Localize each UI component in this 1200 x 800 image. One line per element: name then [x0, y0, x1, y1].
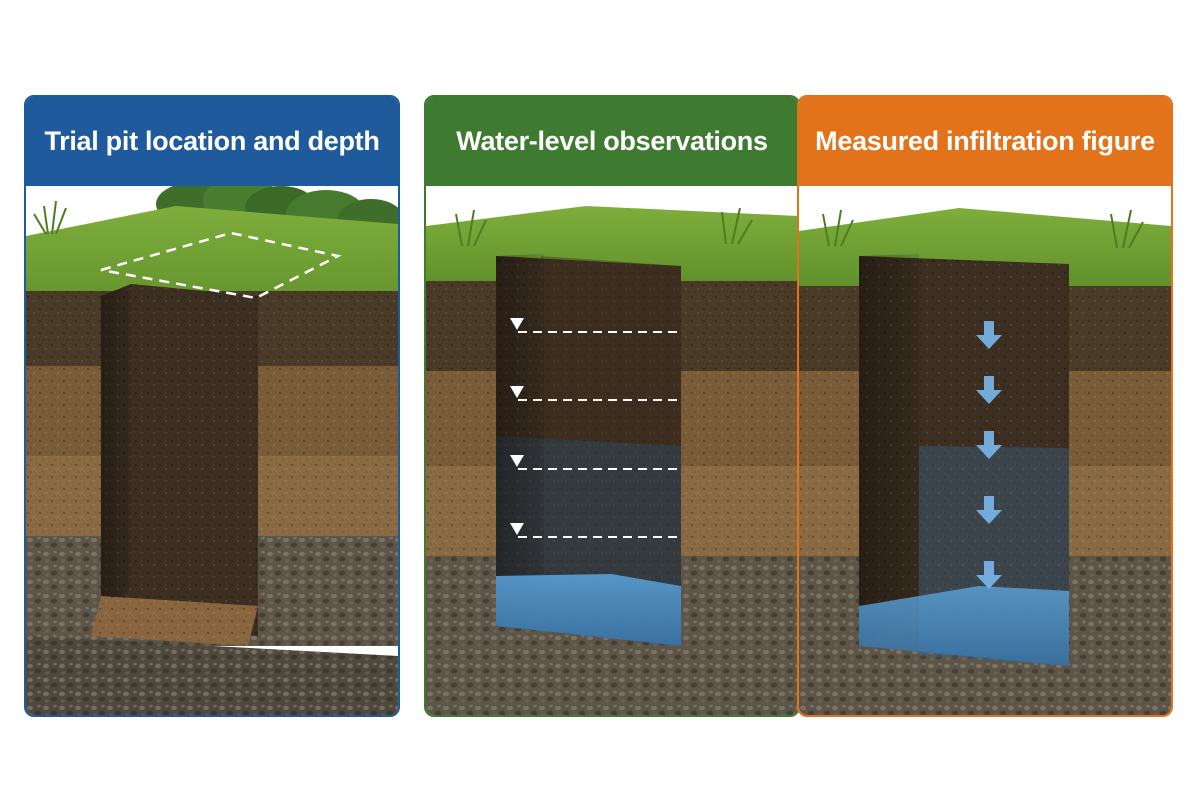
panel-water-level: Water-level observations — [424, 95, 800, 717]
observation-pit — [496, 254, 681, 646]
infiltration-arrow-icon — [976, 321, 1002, 589]
panel-title-trial-pit: Trial pit location and depth — [26, 97, 398, 186]
water-level-triangle-icon — [510, 318, 524, 535]
grass-tuft-icon — [822, 209, 1144, 249]
water-level-illustration — [426, 186, 798, 715]
grass-tuft-icon — [455, 207, 753, 247]
grass-tuft-icon — [33, 200, 67, 235]
panel-title-water-level: Water-level observations — [426, 97, 798, 186]
trial-pit-illustration — [26, 186, 398, 715]
infiltration-illustration — [799, 186, 1171, 715]
panel-infiltration: Measured infiltration figure — [797, 95, 1173, 717]
panel-trial-pit: Trial pit location and depth — [24, 95, 400, 717]
trial-pit — [91, 284, 258, 646]
panel-title-infiltration: Measured infiltration figure — [799, 97, 1171, 186]
water-surface — [496, 574, 681, 646]
pit-location-marker — [100, 231, 342, 300]
water-level-markers — [518, 331, 678, 538]
infiltration-pit — [859, 254, 1069, 666]
water-surface — [859, 586, 1069, 666]
